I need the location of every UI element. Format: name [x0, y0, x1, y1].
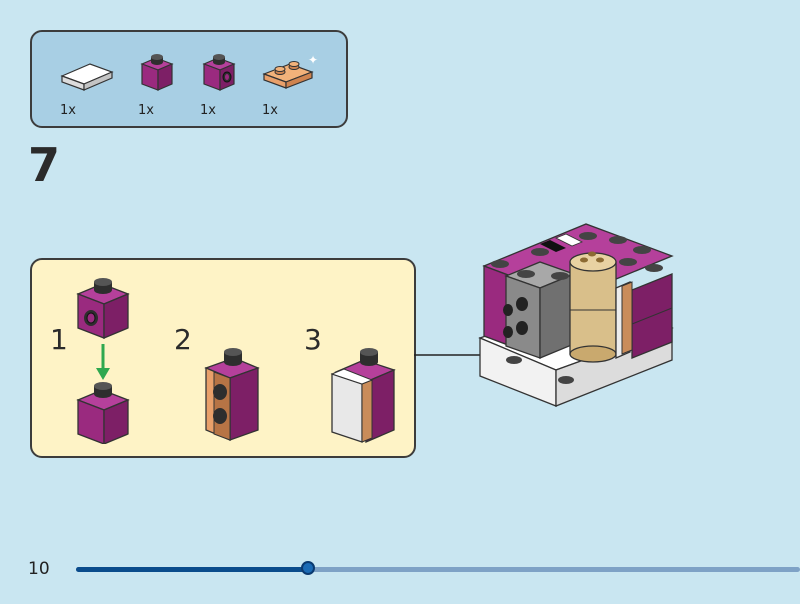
page-number: 10 — [28, 559, 50, 579]
part-item-tan-plate: ✦ 1x — [262, 50, 322, 120]
substep-number-3: 3 — [304, 323, 322, 356]
part-item-magenta-brick: 1x — [138, 50, 198, 120]
progress-fill — [76, 567, 308, 572]
part-item-white-tile: 1x — [60, 50, 120, 120]
page-progress-bar[interactable] — [76, 561, 800, 575]
substep-number-2: 2 — [174, 323, 192, 356]
substep-3-illustration — [330, 348, 396, 443]
subassembly-panel: 1 2 3 — [30, 258, 416, 458]
substep-number-1: 1 — [50, 323, 68, 356]
part-item-magenta-side-stud: 1x — [200, 50, 260, 120]
part-quantity: 1x — [262, 103, 278, 118]
magenta-side-stud-brick-icon — [202, 54, 236, 91]
white-tile-icon — [60, 63, 114, 91]
parts-list: 1x 1x 1x — [30, 30, 348, 128]
step-number: 7 — [28, 138, 61, 192]
substep-1-illustration — [76, 278, 130, 444]
substep-2-illustration — [204, 348, 260, 441]
part-quantity: 1x — [200, 103, 216, 118]
main-model-illustration — [478, 223, 674, 407]
svg-text:✦: ✦ — [308, 53, 318, 67]
progress-handle[interactable] — [300, 561, 315, 575]
magenta-brick-icon — [140, 54, 174, 91]
part-quantity: 1x — [60, 103, 76, 118]
tan-plate-icon: ✦ — [262, 53, 318, 89]
part-quantity: 1x — [138, 103, 154, 118]
